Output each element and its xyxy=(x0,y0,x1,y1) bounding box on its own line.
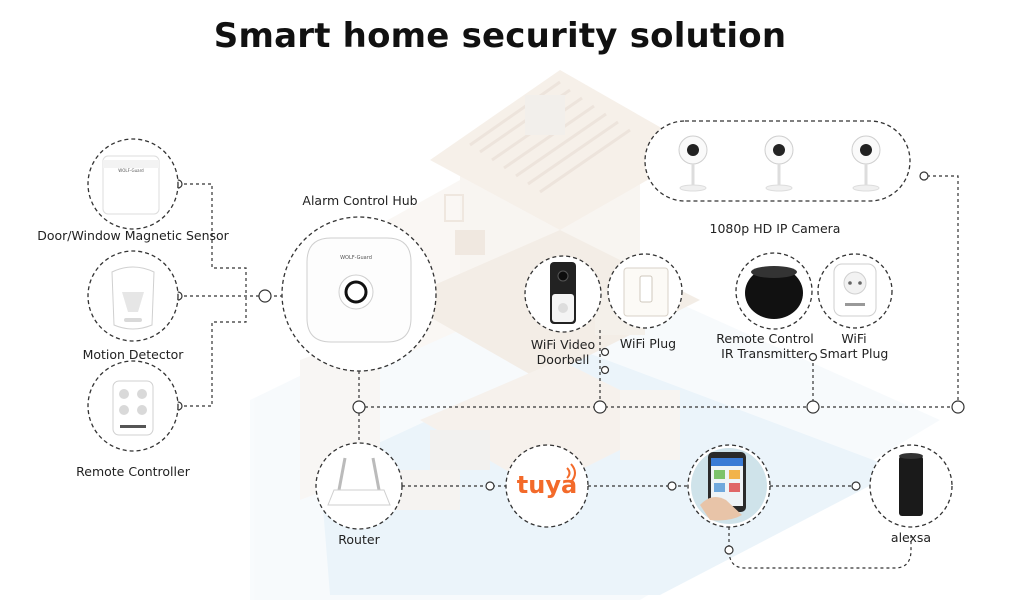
motion-detector-label: Motion Detector xyxy=(82,347,184,362)
tuya-logo: tuya xyxy=(517,463,577,499)
remote-controller-device xyxy=(112,380,154,436)
smartphone-app-image xyxy=(691,448,767,524)
smart-plug-label-line1: WiFi xyxy=(841,331,867,346)
video-doorbell-device xyxy=(550,262,576,324)
ir-transmitter-device xyxy=(745,266,803,319)
router-device xyxy=(327,457,391,506)
smart-plug-label: WiFi Smart Plug xyxy=(814,331,894,361)
video-doorbell-label-line2: Doorbell xyxy=(536,352,590,367)
door-sensor-brand: WOLF-Guard xyxy=(118,168,144,173)
ip-camera-device-2 xyxy=(764,135,794,192)
ip-camera-device-1 xyxy=(678,135,708,192)
tuya-logo-text: tuya xyxy=(517,471,577,499)
wifi-plug-device xyxy=(623,267,669,317)
video-doorbell-label-line1: WiFi Video xyxy=(530,337,596,352)
remote-controller-label: Remote Controller xyxy=(76,464,190,479)
ir-transmitter-label-line2: IR Transmitter xyxy=(721,346,809,361)
alarm-hub-brand: WOLF-Guard xyxy=(340,255,372,261)
video-doorbell-label: WiFi Video Doorbell xyxy=(520,337,606,367)
motion-detector-device xyxy=(111,266,155,330)
page-title: Smart home security solution xyxy=(213,16,787,56)
door-sensor-device: WOLF-Guard xyxy=(102,155,160,215)
alexa-label: alexsa xyxy=(890,530,932,545)
router-label: Router xyxy=(338,532,380,547)
smart-plug-device xyxy=(833,263,877,317)
ip-camera-device-3 xyxy=(851,135,881,192)
ir-transmitter-label: Remote Control IR Transmitter xyxy=(710,331,820,361)
ip-camera-label: 1080p HD IP Camera xyxy=(709,221,841,236)
wifi-plug-label: WiFi Plug xyxy=(619,336,677,351)
connector-phone-alexa-loop xyxy=(728,527,912,569)
connector-main-bus xyxy=(358,175,959,408)
alarm-hub-label: Alarm Control Hub xyxy=(302,193,418,208)
ir-transmitter-label-line1: Remote Control xyxy=(716,331,814,346)
alarm-hub-device: WOLF-Guard xyxy=(306,237,412,343)
door-sensor-label: Door/Window Magnetic Sensor xyxy=(37,228,229,243)
alexa-device xyxy=(899,453,923,516)
smart-plug-label-line2: Smart Plug xyxy=(819,346,889,361)
